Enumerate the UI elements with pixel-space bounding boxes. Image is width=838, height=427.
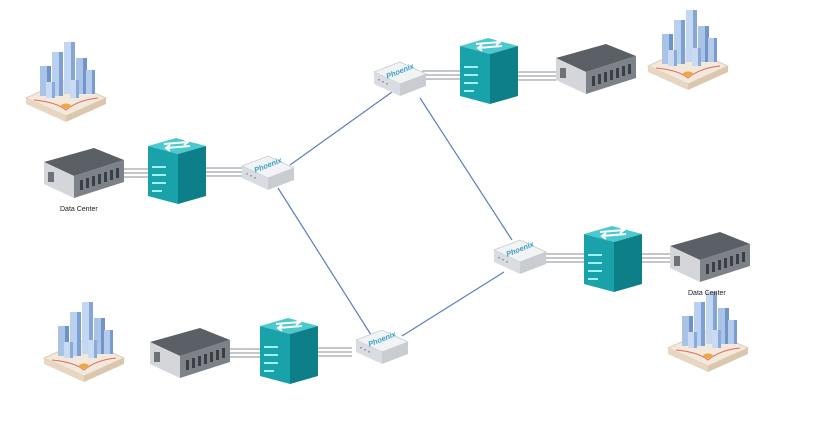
switch-icon [459, 37, 519, 105]
datacenter-building-icon [150, 328, 230, 378]
city-icon [43, 301, 125, 383]
wan-links [277, 91, 513, 339]
link-bottom-right [401, 271, 505, 337]
switch-icon [583, 225, 643, 293]
datacenter-building-icon [670, 232, 750, 282]
datacenter-label-left: Data Center [60, 206, 98, 213]
link-top-right [419, 97, 513, 241]
city-icon [647, 9, 729, 91]
router-bottom: Phoenix [355, 329, 409, 365]
link-left-bottom [277, 187, 374, 339]
city-icon [667, 291, 749, 373]
datacenter-building-icon [556, 44, 636, 94]
datacenter-label-right: Data Center [688, 290, 726, 297]
router-right: Phoenix [493, 239, 547, 275]
router-top: Phoenix [373, 61, 427, 97]
switch-icon [259, 317, 319, 385]
cables [122, 70, 676, 358]
link-left-top [289, 91, 393, 166]
city-icon [25, 41, 107, 123]
datacenter-building-icon [44, 148, 124, 198]
switch-icon [147, 137, 207, 205]
router-left: Phoenix [241, 155, 295, 191]
